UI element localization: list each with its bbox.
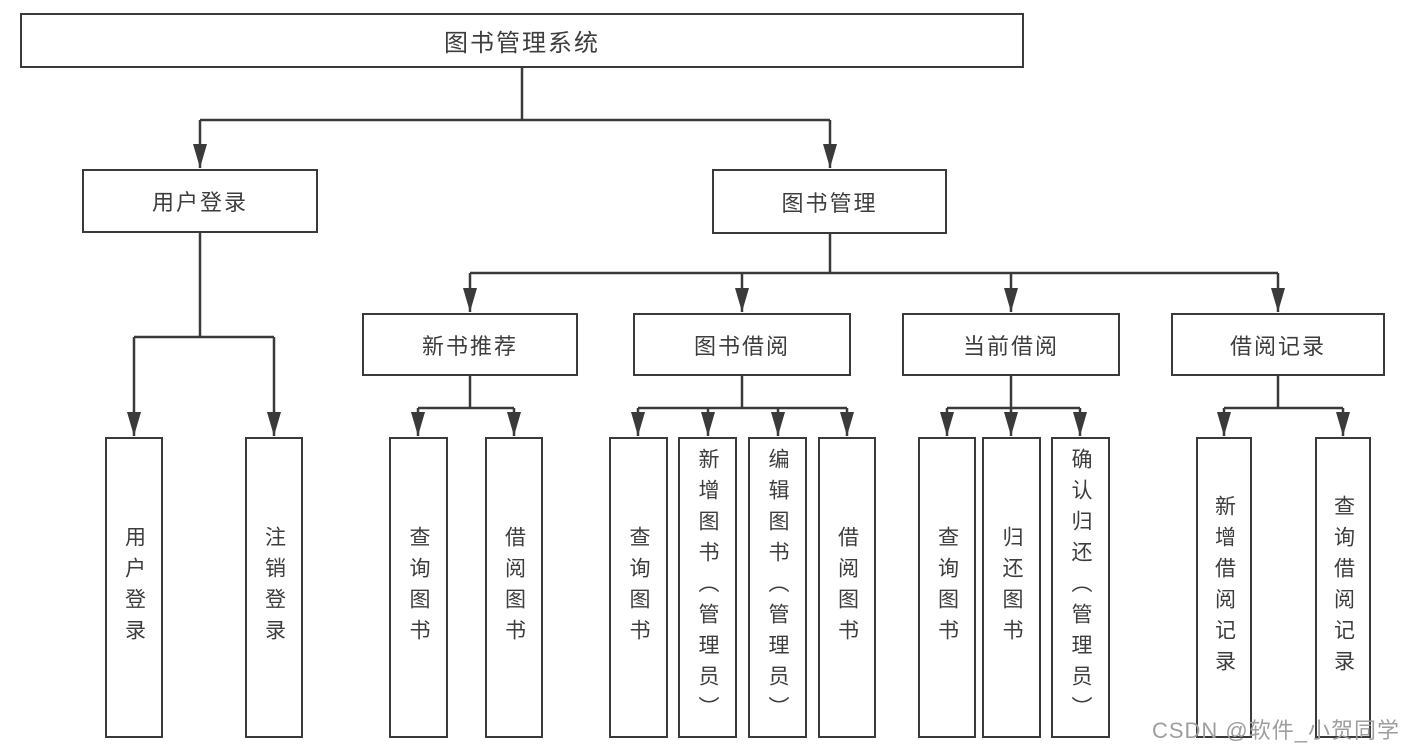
node-library-system: 图书管理系统 bbox=[20, 13, 1024, 68]
node-user-login: 用户登录 bbox=[82, 169, 318, 233]
leaf-borrow-borrow-books: 借阅图书 bbox=[818, 437, 876, 738]
leaf-logout: 注销登录 bbox=[245, 437, 303, 738]
csdn-watermark: CSDN @软件_小贺同学 bbox=[1151, 718, 1400, 743]
leaf-borrow-query-books: 查询图书 bbox=[609, 437, 668, 738]
node-book-borrow: 图书借阅 bbox=[633, 313, 851, 376]
node-new-book-recommend: 新书推荐 bbox=[362, 313, 578, 376]
leaf-newrec-borrow-books: 借阅图书 bbox=[485, 437, 543, 738]
leaf-current-query-books: 查询图书 bbox=[918, 437, 976, 738]
leaf-records-query-record: 查询借阅记录 bbox=[1315, 437, 1371, 738]
leaf-records-add-record: 新增借阅记录 bbox=[1196, 437, 1252, 738]
node-book-management: 图书管理 bbox=[712, 169, 947, 234]
leaf-current-return-books: 归还图书 bbox=[982, 437, 1041, 738]
leaf-user-login: 用户登录 bbox=[105, 437, 163, 738]
node-current-borrow: 当前借阅 bbox=[902, 313, 1120, 376]
leaf-borrow-add-books-admin: 新增图书（管理员） bbox=[678, 437, 737, 738]
leaf-borrow-edit-books-admin: 编辑图书（管理员） bbox=[748, 437, 807, 738]
leaf-newrec-query-books: 查询图书 bbox=[389, 437, 448, 738]
leaf-current-confirm-return-admin: 确认归还（管理员） bbox=[1051, 437, 1110, 738]
node-borrow-records: 借阅记录 bbox=[1171, 313, 1385, 376]
